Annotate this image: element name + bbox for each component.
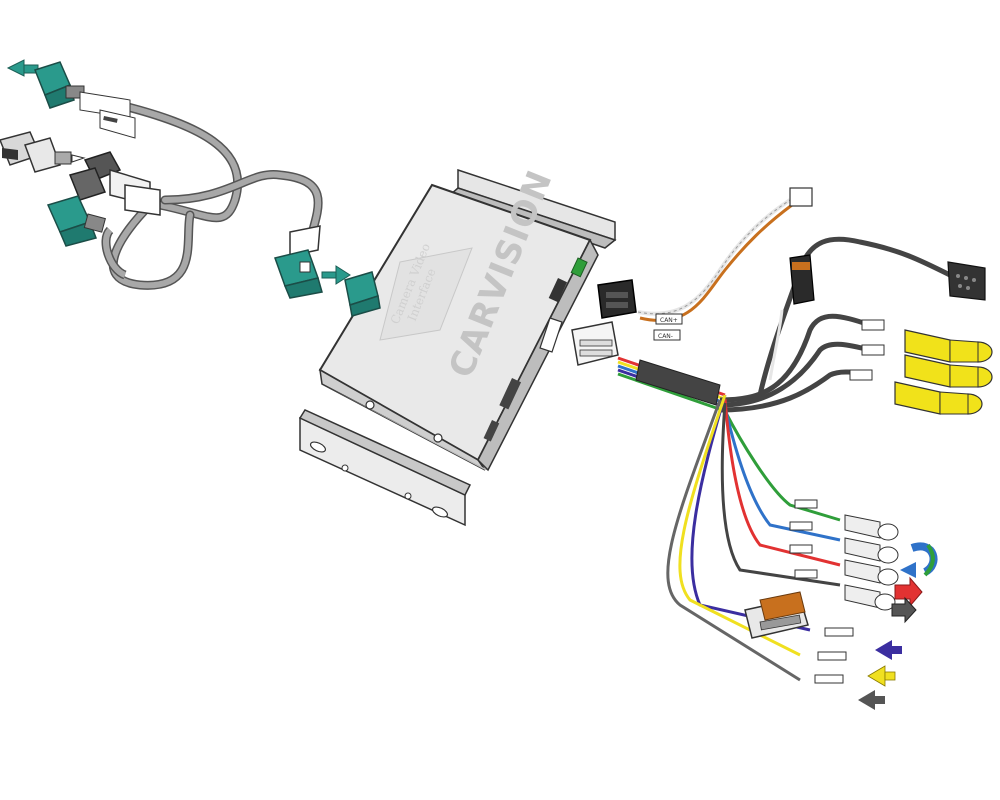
arrow-right-icon xyxy=(891,596,917,624)
bullet-connector-blue xyxy=(789,521,899,564)
fakra-input-port xyxy=(344,271,381,317)
rca-plug-3 xyxy=(849,369,983,415)
arrow-left-icon xyxy=(875,640,892,660)
arrow-left-icon xyxy=(900,562,916,578)
push-button-sensor xyxy=(947,261,986,301)
right-wiring-harness: CAN+ CAN- xyxy=(571,187,993,710)
harness-connector-white xyxy=(571,321,619,366)
arrow-left-icon xyxy=(6,59,25,77)
bullet-connector-red xyxy=(789,544,899,586)
screw-hole xyxy=(433,433,443,443)
bullet-connector-gray xyxy=(794,569,896,611)
can-high-tag xyxy=(655,313,683,325)
harness-connector-black xyxy=(597,279,637,319)
fakra-connector-output xyxy=(274,225,323,299)
bullet-connector-green xyxy=(794,499,899,541)
wire-tag xyxy=(817,651,847,661)
wire-tag xyxy=(824,627,854,637)
fakra-connector-bottom xyxy=(46,195,106,247)
lower-wires xyxy=(666,394,841,682)
arrow-right-icon xyxy=(321,265,351,285)
splitter-block xyxy=(68,151,161,216)
arrow-left-icon xyxy=(858,690,875,710)
can-low-label: CAN- xyxy=(658,333,673,340)
camera-video-interface-module: Camera Video Interface CARVISION xyxy=(318,164,599,472)
can-plug xyxy=(789,187,813,207)
wire-tag xyxy=(814,674,844,684)
can-low-tag xyxy=(653,329,681,341)
relay-block xyxy=(744,591,809,639)
left-cable-assembly xyxy=(0,59,351,299)
label-sleeve-top xyxy=(79,91,136,139)
screw-hole xyxy=(365,400,375,410)
can-high-label: CAN+ xyxy=(660,317,678,324)
rca-plug-2 xyxy=(861,344,993,388)
fakra-connector-middle xyxy=(0,131,86,173)
inline-connector-black xyxy=(789,254,815,305)
rca-plug-1 xyxy=(861,319,993,363)
arrow-left-icon xyxy=(867,665,886,687)
fakra-connector-top xyxy=(34,61,85,109)
wire-bundle xyxy=(617,356,726,413)
arrow-right-icon xyxy=(894,576,923,608)
mounting-bracket-bottom xyxy=(298,409,472,527)
